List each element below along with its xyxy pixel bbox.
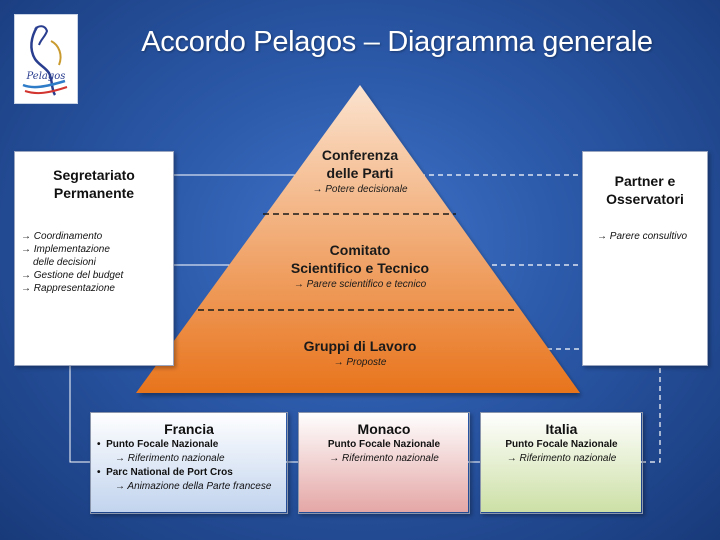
italia-box-bg xyxy=(480,412,641,512)
francia-item2-text: Parc National de Port Cros xyxy=(106,467,233,478)
italia-name: Italia xyxy=(545,421,578,437)
monaco-name: Monaco xyxy=(357,421,411,437)
conferenza-sub-text: Potere decisionale xyxy=(325,184,408,195)
francia-box: Francia • Punto Focale Nazionale → Rifer… xyxy=(90,412,288,514)
francia-item1: • Punto Focale Nazionale xyxy=(91,438,287,452)
page-title: Accordo Pelagos – Diagramma generale xyxy=(141,26,653,58)
francia-item2-sub-text: Animazione della Parte francese xyxy=(127,481,272,492)
arrow-icon: → xyxy=(293,279,304,290)
secretariat-item-text: Implementazione xyxy=(33,244,110,255)
secretariat-item: → Gestione del budget xyxy=(21,269,173,282)
secretariat-item: → Implementazione delle decisioni xyxy=(21,243,173,269)
arrow-icon: → xyxy=(333,357,344,368)
comitato-sub-text: Parere scientifico e tecnico xyxy=(306,279,427,290)
arrow-icon: → xyxy=(21,231,31,242)
monaco-box: Monaco Punto Focale Nazionale → Riferime… xyxy=(298,412,470,514)
secretariat-item-text-cont: delle decisioni xyxy=(33,257,96,268)
pyramid-level-gruppi: Gruppi di Lavoro → Proposte xyxy=(240,337,480,369)
gruppi-sub-text: Proposte xyxy=(346,357,387,368)
italia-box: Italia Punto Focale Nazionale → Riferime… xyxy=(480,412,643,514)
secretariat-title-line2: Permanente xyxy=(53,185,135,201)
conferenza-title-line2: delle Parti xyxy=(326,165,394,181)
comitato-sub: → Parere scientifico e tecnico xyxy=(240,278,480,291)
secretariat-item: → Coordinamento xyxy=(21,230,173,243)
monaco-item: Punto Focale Nazionale xyxy=(327,439,441,450)
arrow-icon: → xyxy=(115,481,125,492)
secretariat-item-text: Coordinamento xyxy=(33,231,103,242)
secretariat-list: → Coordinamento → Implementazione delle d… xyxy=(21,230,173,295)
pyramid-level-comitato: Comitato Scientifico e Tecnico → Parere … xyxy=(240,241,480,291)
monaco-sub-text: Riferimento nazionale xyxy=(342,453,439,464)
monaco-box-bg xyxy=(298,412,468,512)
francia-item1-text: Punto Focale Nazionale xyxy=(106,439,219,450)
italia-item: Punto Focale Nazionale xyxy=(505,439,618,450)
secretariat-title-line1: Segretariato xyxy=(53,167,135,183)
italia-sub-text: Riferimento nazionale xyxy=(519,453,617,464)
arrow-icon: → xyxy=(506,453,517,464)
secretariat-item-text: Rappresentazione xyxy=(33,283,115,294)
connector-partners-italia xyxy=(641,368,661,463)
comitato-title-line2: Scientifico e Tecnico xyxy=(290,260,430,276)
pyramid xyxy=(136,85,580,393)
bullet-icon: • xyxy=(97,467,101,478)
conferenza-sub: → Potere decisionale xyxy=(290,183,430,196)
francia-item1-sub: → Riferimento nazionale xyxy=(91,452,287,466)
conferenza-title-line1: Conferenza xyxy=(321,147,399,163)
francia-box-bg xyxy=(90,412,286,512)
arrow-icon: → xyxy=(21,244,31,255)
italia-sub: → Riferimento nazionale xyxy=(481,452,642,466)
monaco-sub: → Riferimento nazionale xyxy=(299,452,469,466)
arrow-icon: → xyxy=(312,184,323,195)
connector-secretariat-francia xyxy=(69,365,90,463)
secretariat-item: → Rappresentazione xyxy=(21,282,173,295)
pyramid-level-conferenza: Conferenza delle Parti → Potere decision… xyxy=(290,146,430,196)
secretariat-title: Segretariato Permanente xyxy=(15,166,173,202)
partners-item: → Parere consultivo xyxy=(597,230,707,243)
secretariat-box: Segretariato Permanente → Coordinamento … xyxy=(14,151,174,366)
francia-item2-sub: → Animazione della Parte francese xyxy=(91,480,287,494)
arrow-icon: → xyxy=(21,283,31,294)
gruppi-title: Gruppi di Lavoro xyxy=(303,338,417,354)
pelagos-logo-graphic: Pelagos xyxy=(22,25,68,96)
francia-name: Francia xyxy=(164,421,214,437)
partners-item-text: Parere consultivo xyxy=(609,231,688,242)
partners-title-line1: Partner e xyxy=(614,173,676,189)
bullet-icon: • xyxy=(97,439,101,450)
partners-box: Partner e Osservatori → Parere consultiv… xyxy=(582,151,708,366)
arrow-icon: → xyxy=(329,453,340,464)
francia-item1-sub-text: Riferimento nazionale xyxy=(127,453,225,464)
arrow-icon: → xyxy=(21,270,31,281)
gruppi-sub: → Proposte xyxy=(240,356,480,369)
partners-title: Partner e Osservatori xyxy=(583,172,707,208)
secretariat-item-text: Gestione del budget xyxy=(33,270,124,281)
arrow-icon: → xyxy=(115,453,125,464)
arrow-icon: → xyxy=(597,231,607,242)
francia-item2: • Parc National de Port Cros xyxy=(91,466,287,480)
comitato-title-line1: Comitato xyxy=(329,242,391,258)
logo-text: Pelagos xyxy=(26,71,66,82)
pelagos-logo: Pelagos xyxy=(14,14,78,104)
partners-title-line2: Osservatori xyxy=(606,191,684,207)
